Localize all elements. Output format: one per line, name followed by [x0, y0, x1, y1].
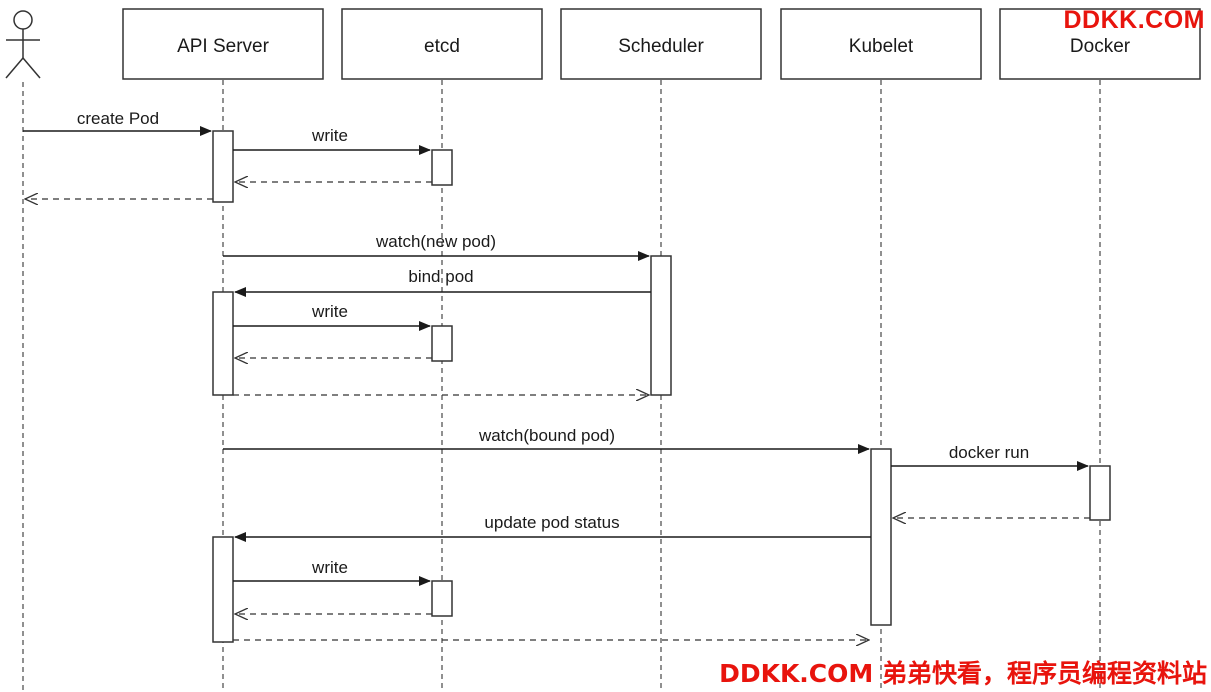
activation-etcd-3: [431, 580, 453, 617]
message-label-write: write: [311, 302, 348, 321]
activation-kubelet-1: [870, 448, 892, 626]
lifelines: [22, 80, 1101, 690]
participant-label: API Server: [177, 36, 270, 57]
participant-scheduler: Scheduler: [560, 8, 762, 80]
message-label-create-pod: create Pod: [77, 109, 159, 128]
participant-label: etcd: [424, 36, 460, 57]
activation-api-2: [212, 291, 234, 396]
message-label-update-pod-status: update pod status: [484, 513, 619, 532]
activation-api-1: [212, 130, 234, 203]
messages: [23, 126, 1090, 640]
watermark-bottom: DDKK.COM 弟弟快看，程序员编程资料站: [719, 659, 1207, 688]
message-label-write: write: [311, 558, 348, 577]
watermark-top: DDKK.COM: [1063, 6, 1205, 34]
activation-etcd-1: [431, 149, 453, 186]
participant-label: Scheduler: [618, 36, 704, 57]
actor-icon: [5, 10, 41, 79]
participant-label: Kubelet: [849, 36, 914, 57]
activation-etcd-2: [431, 325, 453, 362]
message-labels: create Pod write watch(new pod) bind pod…: [77, 109, 1029, 577]
activation-docker-1: [1089, 465, 1111, 521]
message-label-write: write: [311, 126, 348, 145]
participant-label: Docker: [1070, 36, 1131, 57]
message-label-watch-bound-pod: watch(bound pod): [478, 426, 615, 445]
message-label-bind-pod: bind pod: [408, 267, 473, 286]
activations: [212, 130, 1111, 643]
participant-api-server: API Server: [122, 8, 324, 80]
message-label-docker-run: docker run: [949, 443, 1029, 462]
message-label-watch-new-pod: watch(new pod): [375, 232, 496, 251]
activation-api-3: [212, 536, 234, 643]
activation-scheduler-1: [650, 255, 672, 396]
participant-kubelet: Kubelet: [780, 8, 982, 80]
participant-docker: Docker: [999, 8, 1201, 80]
participant-etcd: etcd: [341, 8, 543, 80]
